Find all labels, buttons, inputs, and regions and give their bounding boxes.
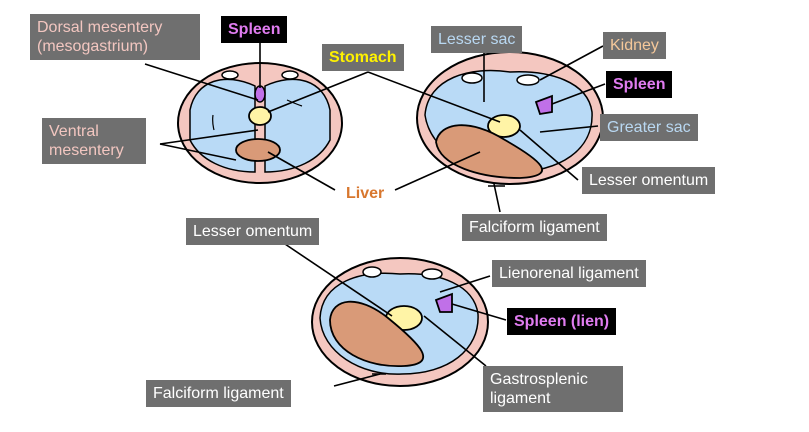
cross-section-early — [177, 62, 343, 184]
label-lienorenal-ligament: Lienorenal ligament — [492, 260, 646, 287]
spleen-rotated — [534, 94, 553, 116]
label-liver: Liver — [346, 185, 385, 202]
cross-section-final — [311, 257, 489, 387]
label-ventral-mesentery: Ventral mesentery — [42, 118, 146, 164]
label-stomach: Stomach — [322, 44, 404, 71]
stomach-early — [248, 106, 272, 126]
label-lesser-omentum-final: Lesser omentum — [186, 218, 320, 245]
cross-section-rotated — [416, 51, 604, 187]
label-greater-sac: Greater sac — [600, 114, 698, 141]
label-spleen-lien: Spleen (lien) — [507, 308, 617, 335]
liver-rotated — [435, 124, 543, 179]
label-falciform-rotated: Falciform ligament — [462, 214, 607, 241]
label-dorsal-mesentery: Dorsal mesentery (mesogastrium) — [30, 14, 200, 60]
label-falciform-final: Falciform ligament — [146, 380, 291, 407]
liver-early — [235, 138, 281, 162]
spleen-final — [434, 292, 453, 313]
label-lesser-omentum-rotated: Lesser omentum — [582, 167, 716, 194]
liver-final — [329, 300, 425, 367]
leader-lines — [144, 42, 606, 387]
label-lesser-sac: Lesser sac — [431, 26, 523, 53]
label-spleen-early: Spleen — [221, 16, 288, 43]
label-gastrosplenic-ligament: Gastrosplenic ligament — [483, 366, 623, 412]
label-spleen-rotated: Spleen — [606, 71, 673, 98]
label-kidney: Kidney — [603, 32, 666, 59]
